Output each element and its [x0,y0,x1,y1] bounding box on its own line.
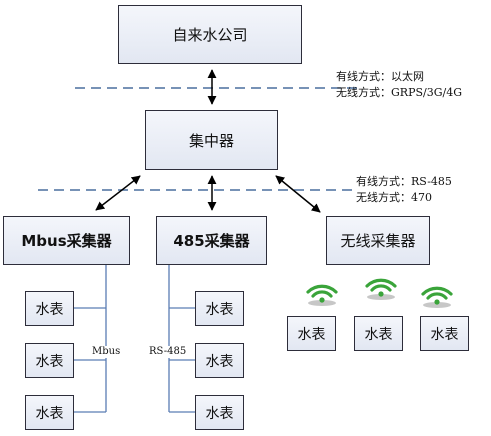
water-meter-label: 水表 [430,326,459,343]
water-meter-label: 水表 [205,353,234,370]
rs485-collector-node: 485采集器 [156,216,267,265]
wireless-collector-node: 无线采集器 [326,216,430,265]
lower-link-note: 有线方式：RS-485 无线方式：470 [356,174,452,206]
wifi-icon [421,286,453,308]
arrow-concentrator-mbus [95,175,141,211]
mbus-bus-lines [74,265,107,413]
water-meter-wireless-1: 水表 [287,316,336,351]
water-meter-label: 水表 [364,326,393,343]
upper-link-note: 有线方式：以太网 无线方式：GRPS/3G/4G [336,69,462,101]
lower-wireless-text: 无线方式：470 [356,191,432,204]
water-meter-label: 水表 [297,326,326,343]
water-company-node: 自来水公司 [118,5,302,64]
concentrator-node: 集中器 [145,110,278,170]
water-meter-485-1: 水表 [195,291,244,326]
water-meter-mbus-2: 水表 [25,343,74,378]
water-meter-label: 水表 [205,301,234,318]
water-company-label: 自来水公司 [172,26,248,44]
water-meter-label: 水表 [205,405,234,422]
water-meter-mbus-3: 水表 [25,395,74,430]
mbus-bus-label: Mbus [91,346,122,358]
wifi-icon [306,284,338,306]
water-meter-label: 水表 [35,301,64,318]
rs485-bus-label: RS-485 [148,346,188,358]
water-meter-485-2: 水表 [195,343,244,378]
mbus-collector-label: Mbus采集器 [21,232,112,250]
upper-wireless-text: 无线方式：GRPS/3G/4G [336,86,462,99]
rs485-bus-lines [168,265,195,413]
wireless-collector-label: 无线采集器 [340,232,416,250]
concentrator-label: 集中器 [188,131,234,150]
water-meter-mbus-1: 水表 [25,291,74,326]
arrow-concentrator-wireless [275,175,321,213]
water-meter-label: 水表 [35,405,64,422]
upper-wired-text: 有线方式：以太网 [336,70,424,83]
rs485-collector-label: 485采集器 [173,232,250,250]
wifi-icon [365,278,397,300]
water-meter-485-3: 水表 [195,395,244,430]
lower-wired-text: 有线方式：RS-485 [356,175,452,188]
water-meter-label: 水表 [35,353,64,370]
water-meter-wireless-3: 水表 [420,316,469,351]
water-meter-wireless-2: 水表 [354,316,403,351]
mbus-collector-node: Mbus采集器 [3,216,130,265]
